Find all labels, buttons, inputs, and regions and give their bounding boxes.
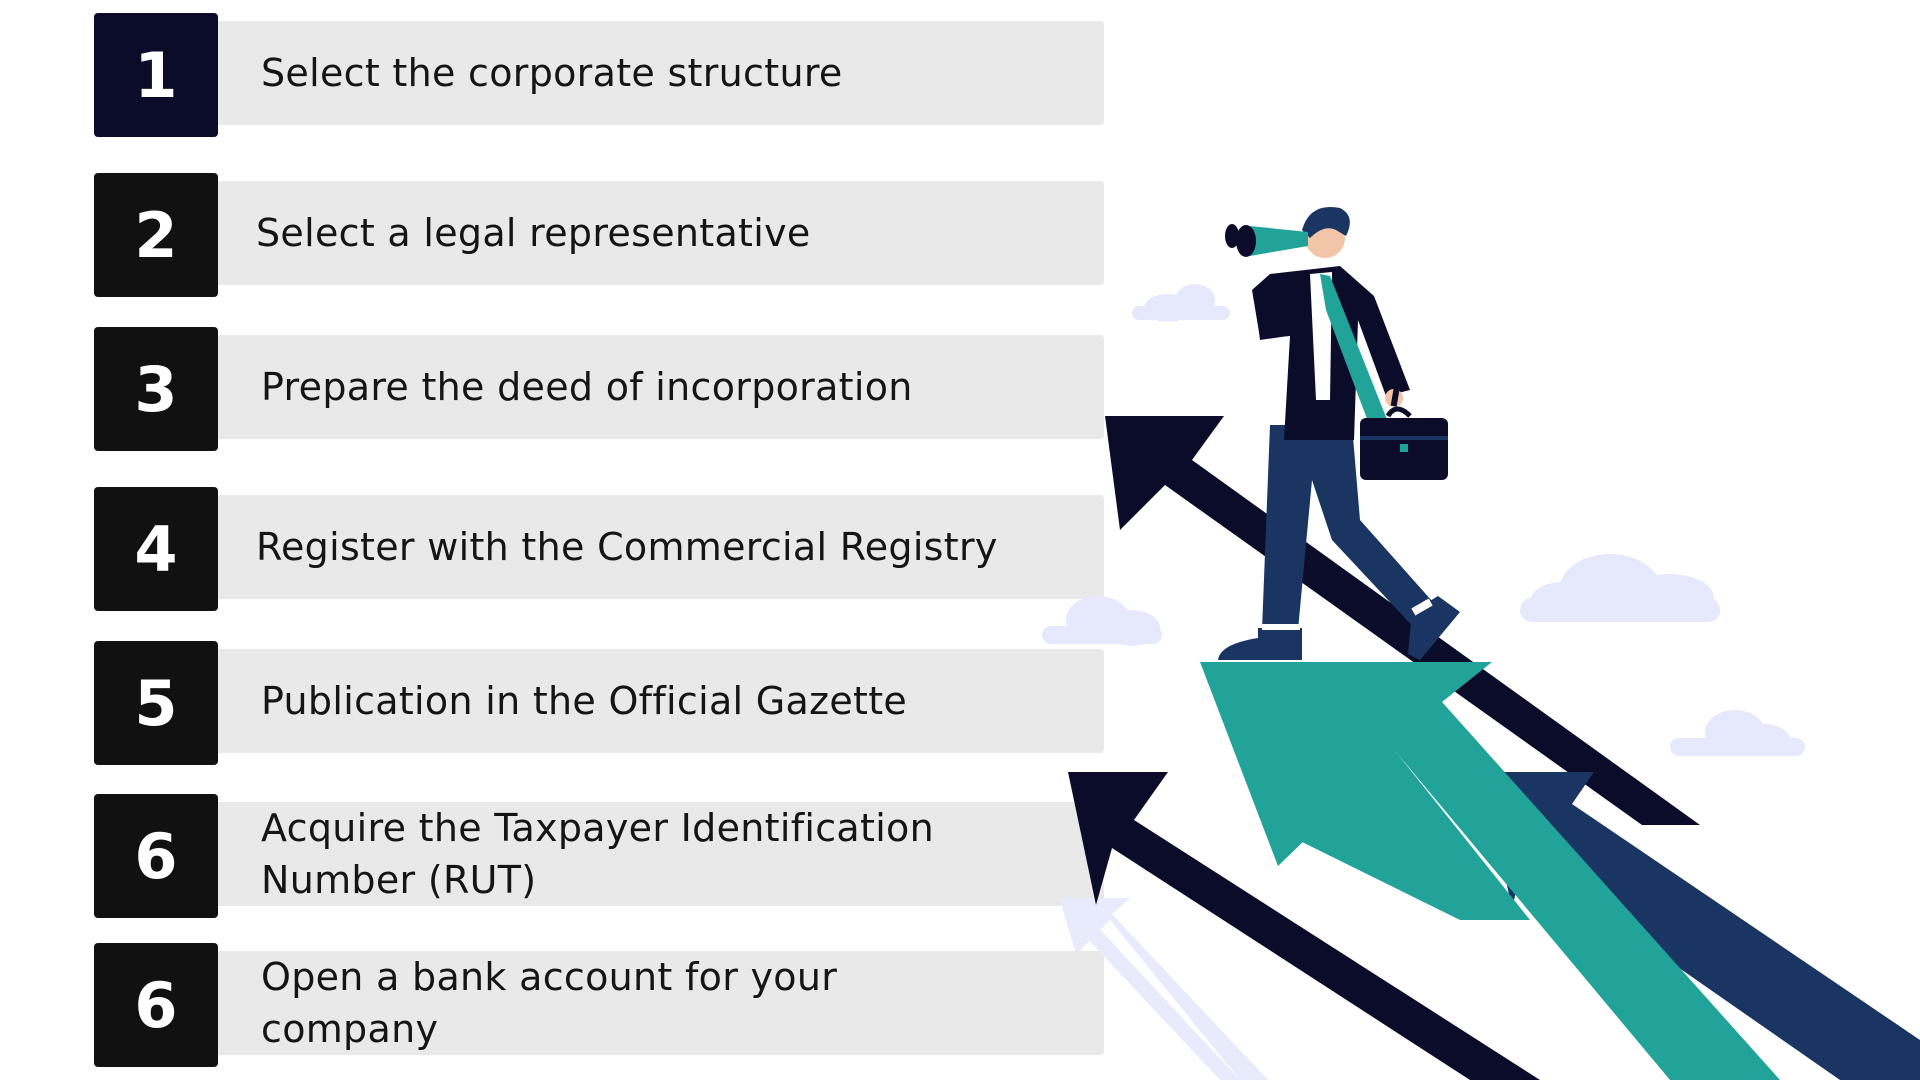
cloud-icon (1520, 554, 1720, 622)
step-text: Prepare the deed of incorporation (261, 365, 913, 409)
step-bar (204, 649, 1104, 753)
step-text: Publication in the Official Gazette (261, 679, 908, 723)
step-text: Open a bank account for your company (261, 955, 838, 1051)
step-bar (204, 335, 1104, 439)
step-7: 6 Open a bank account for your company (94, 943, 1104, 1067)
step-number: 1 (94, 13, 218, 137)
dark-arrow-icon (1105, 416, 1700, 825)
step-number: 6 (94, 794, 218, 918)
step-text: Acquire the Taxpayer Identification Numb… (261, 806, 934, 902)
step-number: 5 (94, 641, 218, 765)
step-text: Select the corporate structure (261, 51, 843, 95)
step-number: 2 (94, 173, 218, 297)
step-bar (204, 181, 1104, 285)
step-2: 2 Select a legal representative (94, 173, 1104, 297)
dark-arrow-icon (1068, 772, 1540, 1080)
cloud-icon (1132, 284, 1230, 322)
step-bar (204, 802, 1104, 906)
teal-arrow-icon (1200, 662, 1780, 1080)
step-text: Select a legal representative (256, 211, 811, 255)
step-3: 3 Prepare the deed of incorporation (94, 327, 1104, 451)
step-bar (204, 951, 1104, 1055)
businessman-on-arrows-illustration (1042, 206, 1920, 1080)
step-bar (204, 495, 1104, 599)
businessman-icon (1218, 206, 1460, 660)
step-6: 6 Acquire the Taxpayer Identification Nu… (94, 794, 1104, 918)
step-bar (204, 21, 1104, 125)
steps-list: 1 Select the corporate structure 2 Selec… (94, 0, 1114, 1080)
cloud-icon (1042, 596, 1162, 646)
navy-arrow-icon (1482, 772, 1920, 1080)
step-number: 6 (94, 943, 218, 1067)
step-number: 4 (94, 487, 218, 611)
cloud-icon (1670, 710, 1805, 756)
step-text: Register with the Commercial Registry (256, 525, 998, 569)
step-number: 3 (94, 327, 218, 451)
pale-arrow-icon (1056, 898, 1268, 1080)
step-1: 1 Select the corporate structure (94, 13, 1104, 137)
step-4: 4 Register with the Commercial Registry (94, 487, 1104, 611)
step-5: 5 Publication in the Official Gazette (94, 641, 1104, 765)
